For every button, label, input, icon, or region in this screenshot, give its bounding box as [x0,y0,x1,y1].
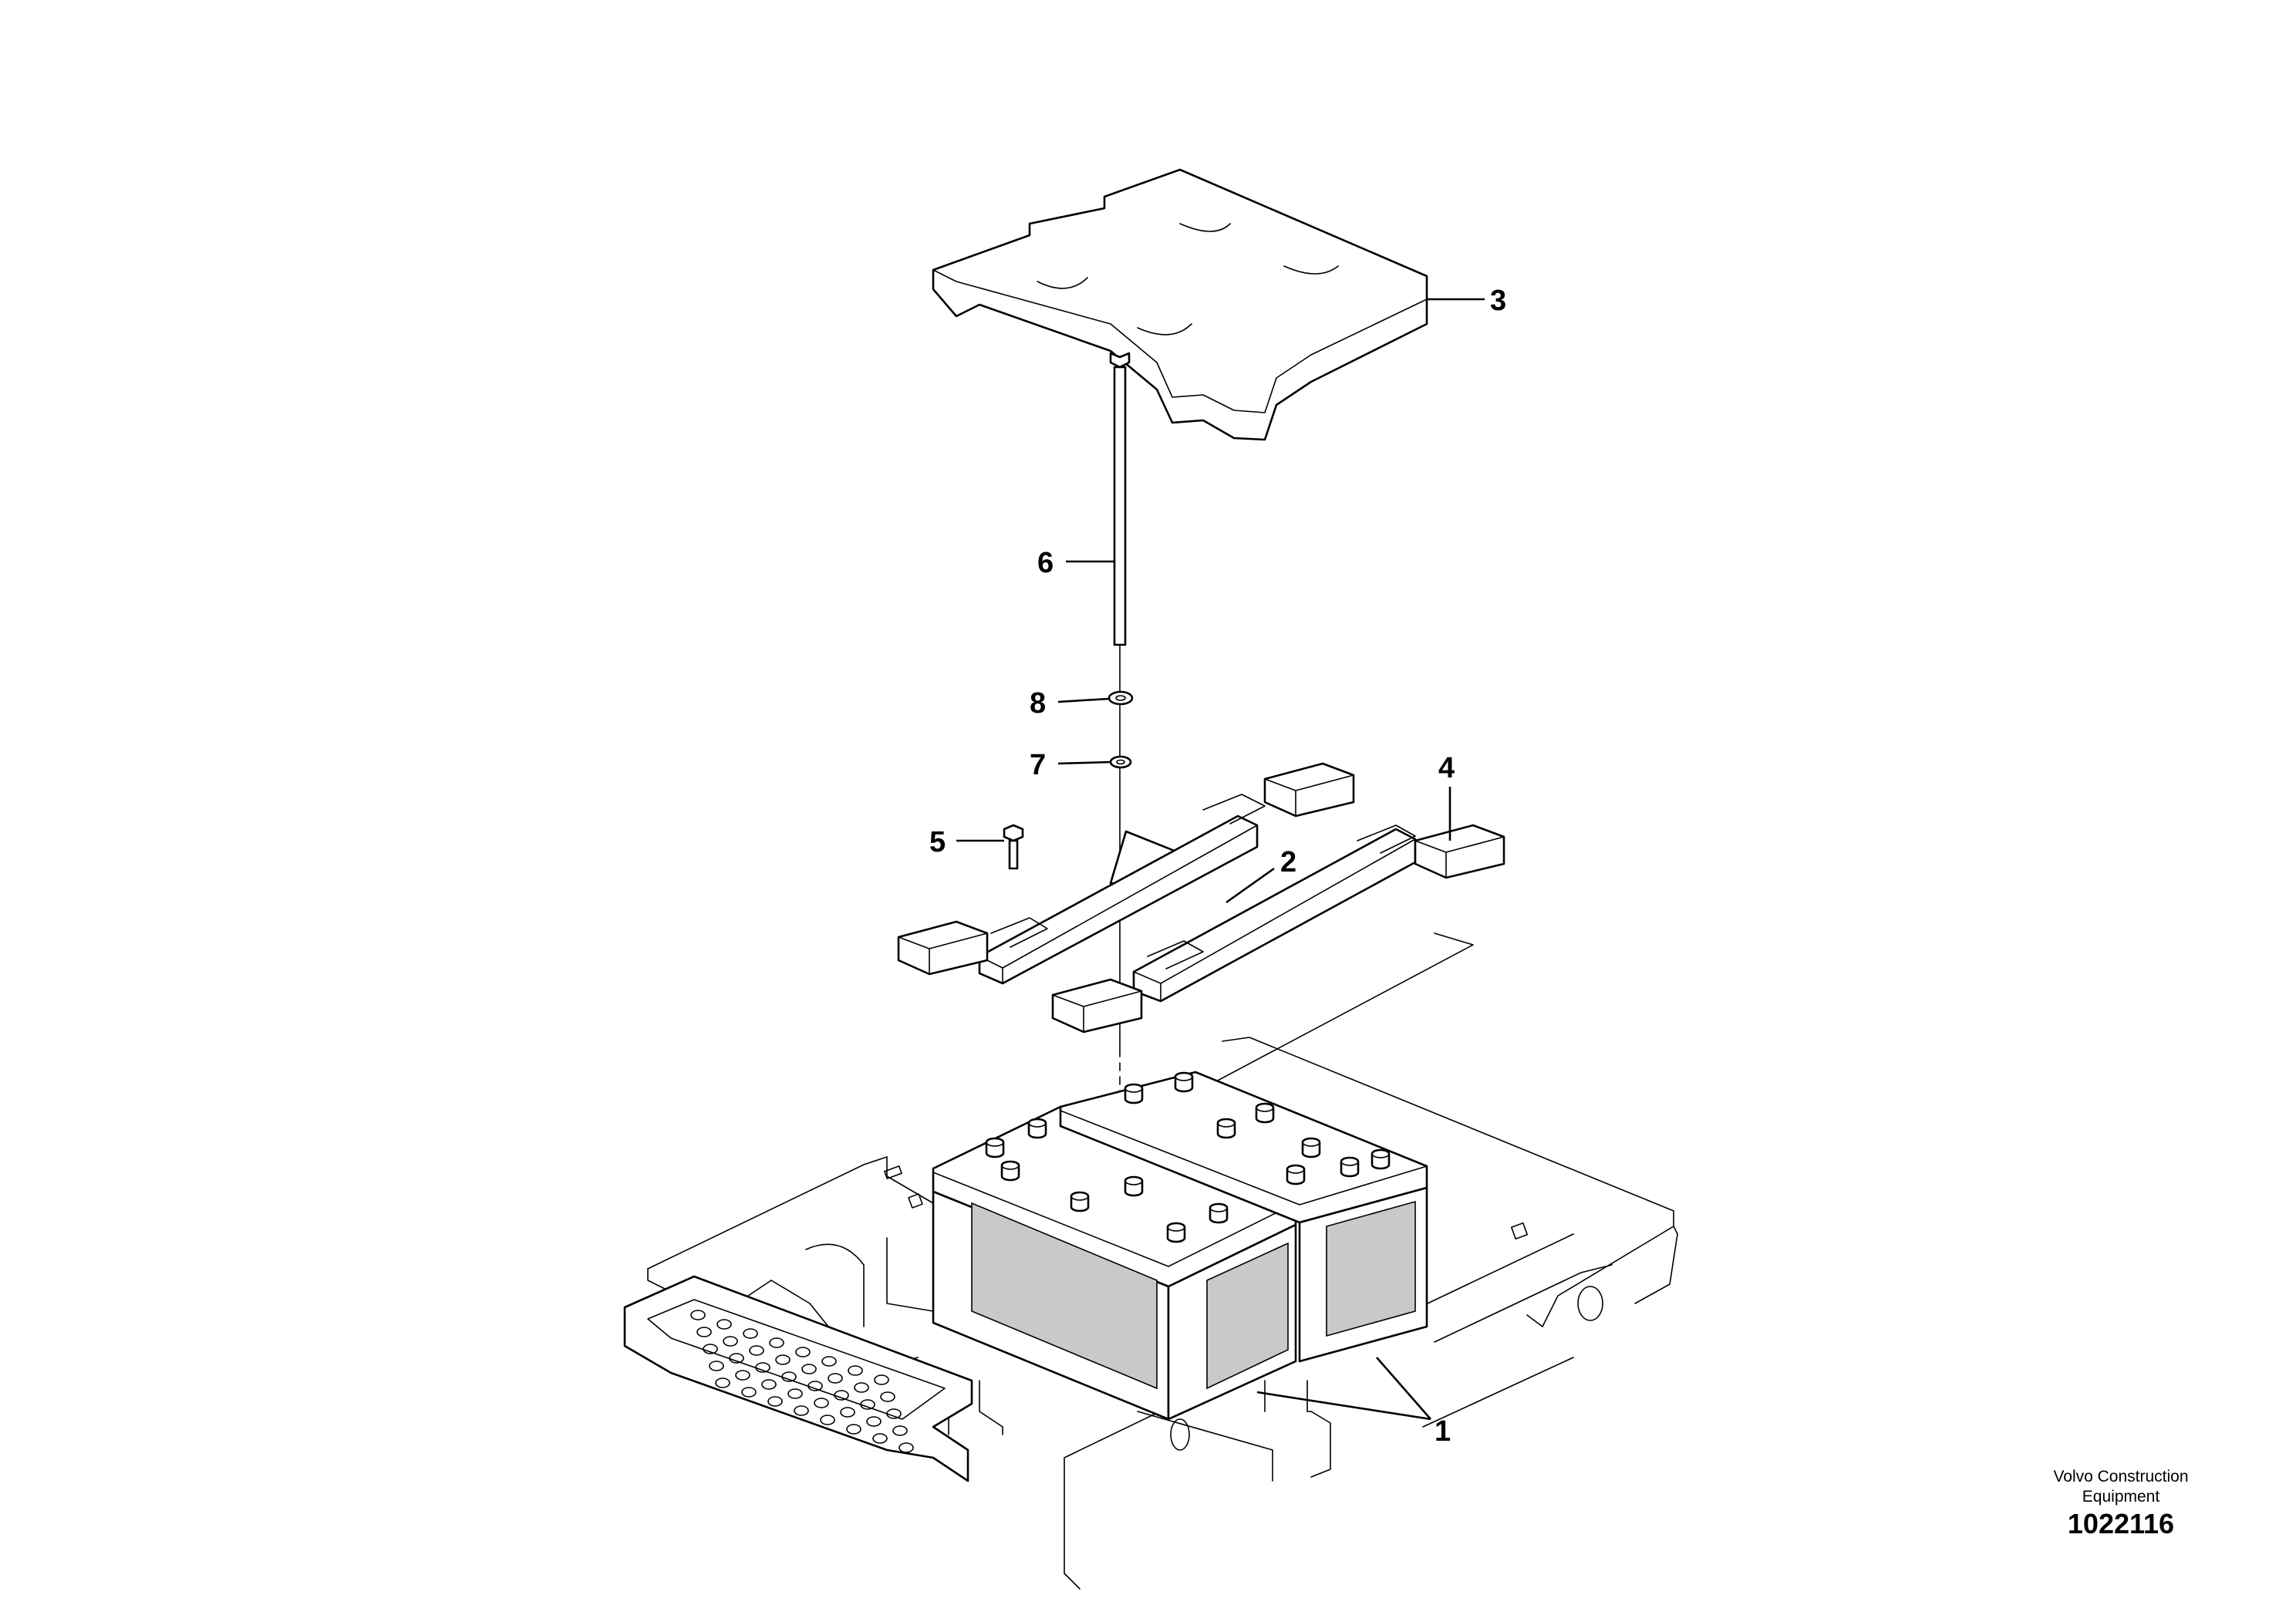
step-hole [886,1408,902,1419]
step-hole [787,1388,803,1399]
step-hole [860,1399,875,1410]
battery-right [1059,1071,1428,1363]
rubber-pads [897,762,1505,1034]
step-hole [761,1379,777,1390]
callout-washer-lower: 7 [1030,749,1046,781]
step-hole [795,1347,811,1357]
hold-down-frame [978,794,1417,1003]
step-hole [729,1353,744,1364]
step-hole [715,1378,730,1388]
machine-frame [647,932,1678,1590]
battery-terminal [1000,1160,1020,1182]
battery-terminal [1070,1191,1090,1212]
battery-terminal [1255,1102,1275,1124]
battery-terminal [1124,1083,1144,1104]
battery-terminal [1209,1202,1229,1224]
step-hole [709,1361,724,1371]
step-hole [899,1442,914,1453]
battery-terminal [1340,1156,1360,1178]
step-hole [807,1381,823,1391]
battery-terminals [985,1071,1391,1243]
callout-washer-upper: 8 [1030,687,1046,720]
step-hole [769,1337,784,1348]
step-hole [716,1319,732,1330]
step-hole [696,1327,712,1337]
battery-terminal [1286,1164,1306,1185]
callout-bolt: 6 [1037,547,1054,579]
battery-left [932,1105,1297,1421]
leader-lines [956,298,1485,1421]
battery-terminal [1371,1148,1391,1170]
step-hole [741,1387,757,1398]
drawing-number: 1022116 [2067,1508,2175,1539]
step-hole [834,1390,849,1401]
step-hole [775,1354,791,1365]
step-hole [794,1405,809,1416]
callout-pad: 4 [1438,752,1455,784]
battery-terminal [1301,1137,1321,1158]
step-hole [735,1370,750,1381]
battery-terminal [1124,1175,1144,1197]
step-hole [854,1382,869,1393]
step-hole [880,1391,895,1402]
step-hole [767,1396,783,1407]
step-holes [690,1310,914,1453]
access-step [623,1275,973,1482]
step-hole [814,1398,829,1408]
step-hole [846,1424,861,1435]
step-hole [755,1362,770,1373]
battery-cover [932,168,1428,441]
step-hole [820,1415,835,1425]
callout-battery: 1 [1435,1415,1451,1448]
battery-terminal [1174,1071,1194,1093]
brand-stamp: Volvo Construction Equipment [2005,1467,2237,1507]
screw [1003,824,1024,870]
step-hole [848,1365,863,1376]
step-hole [840,1407,855,1418]
step-hole [801,1364,817,1374]
step-hole [703,1344,718,1354]
step-hole [821,1356,837,1367]
step-hole [723,1336,738,1347]
callout-labels: 3 6 8 7 5 2 4 1 [929,285,1506,1448]
step-hole [892,1425,908,1436]
battery-terminal [1216,1118,1236,1139]
battery-terminal [1166,1222,1186,1243]
step-hole [866,1416,882,1427]
step-hole [690,1310,706,1320]
step-hole [781,1371,797,1382]
step-hole [749,1345,764,1356]
callout-screw: 5 [929,826,946,858]
long-bolt [1109,352,1131,1281]
brand-line-2: Equipment [2082,1488,2160,1506]
step-hole [743,1328,758,1339]
step-hole [874,1374,889,1385]
washer-lower [1109,755,1132,769]
brand-line-1: Volvo Construction [2053,1468,2189,1485]
washer-upper [1108,690,1134,706]
callout-hold-down-frame: 2 [1280,846,1296,878]
step-hole [828,1373,843,1384]
step-hole [872,1433,888,1444]
battery-terminal [1027,1118,1047,1139]
callout-cover: 3 [1490,285,1506,317]
battery-terminal [985,1137,1005,1158]
